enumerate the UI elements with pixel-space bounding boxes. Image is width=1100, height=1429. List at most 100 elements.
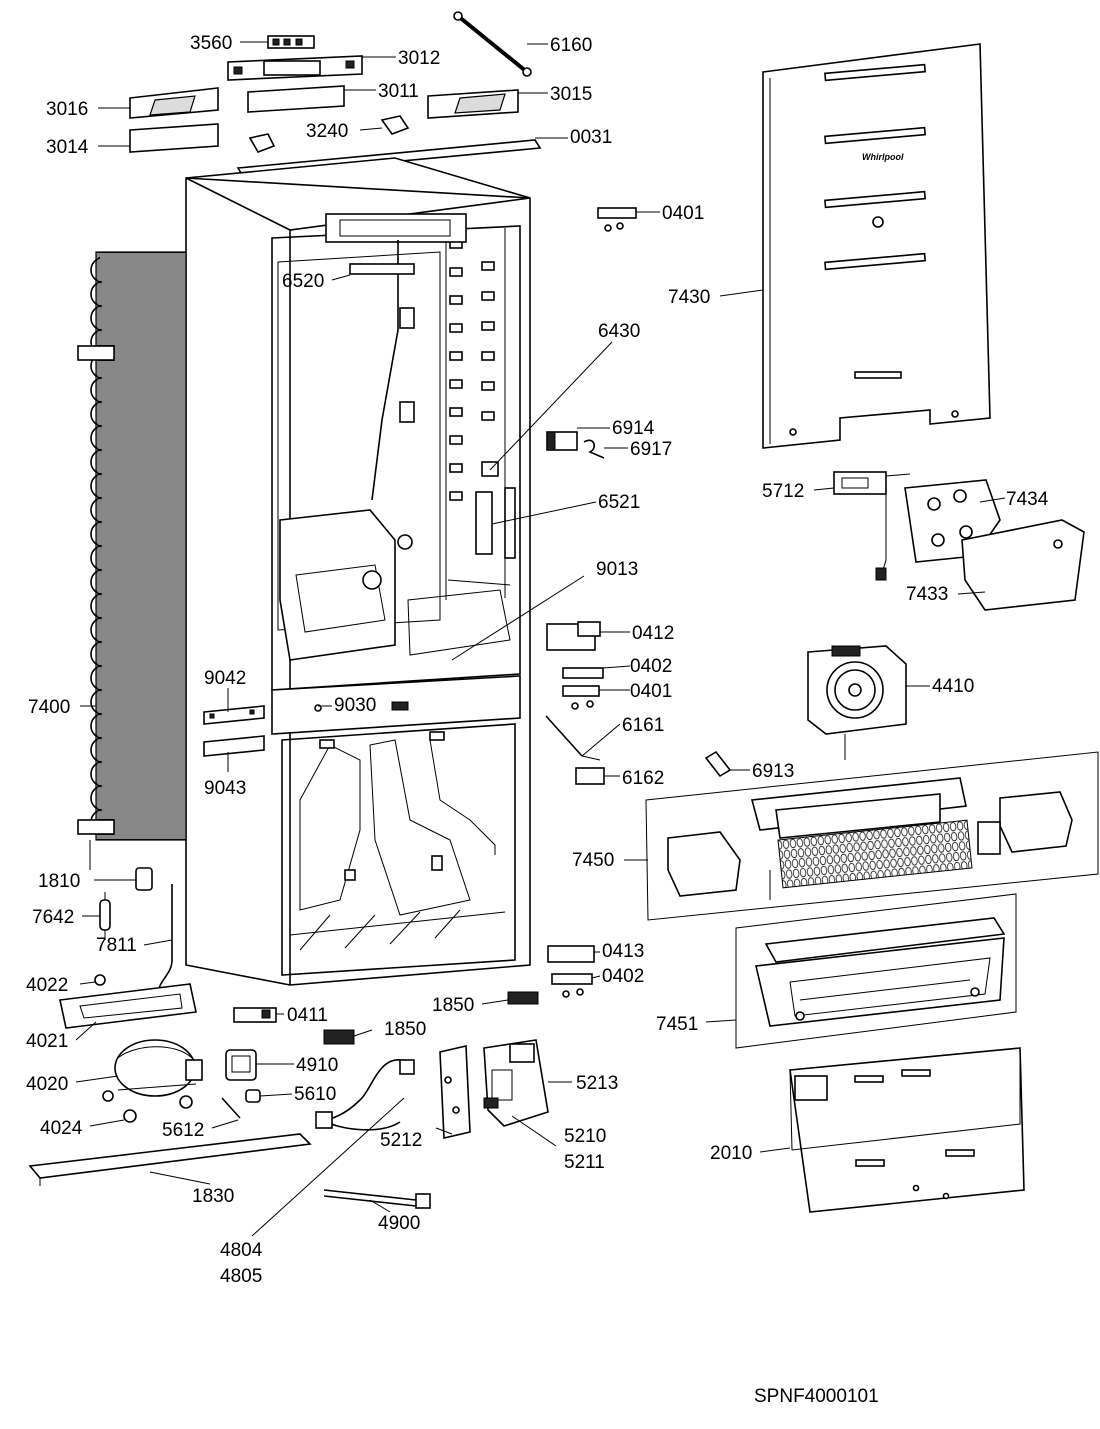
label-0411: 0411 [287, 1005, 328, 1026]
label-1830: 1830 [192, 1186, 234, 1207]
part-7450-evaporator-assembly [645, 751, 1099, 921]
part-4410-fan [807, 645, 907, 760]
label-0402-upper: 0402 [630, 656, 672, 677]
part-3011-panel [247, 85, 345, 113]
part-1810-filter [135, 867, 153, 891]
label-9030: 9030 [334, 695, 376, 716]
label-3016: 3016 [46, 99, 88, 120]
drawing-code: SPNF4000101 [754, 1386, 879, 1407]
part-0401-hinge-middle [562, 685, 600, 710]
label-6913: 6913 [752, 761, 794, 782]
part-5213-main-board [483, 1039, 549, 1127]
part-6160-rod [453, 11, 532, 77]
label-5212: 5212 [380, 1130, 422, 1151]
part-9042-rail [203, 705, 265, 725]
label-0401-top: 0401 [662, 203, 704, 224]
label-0401-middle: 0401 [630, 681, 672, 702]
leader-lines [75, 41, 1006, 1237]
part-1830-base-rail [28, 1133, 312, 1186]
part-3015-cover-right [427, 89, 519, 119]
part-6913-pad [704, 750, 732, 778]
label-5213: 5213 [576, 1073, 618, 1094]
label-7451: 7451 [656, 1014, 698, 1035]
label-6160: 6160 [550, 35, 592, 56]
label-3012: 3012 [398, 48, 440, 69]
label-6520: 6520 [282, 271, 324, 292]
label-5712: 5712 [762, 481, 804, 502]
label-9042: 9042 [204, 668, 246, 689]
part-5612-clamp [221, 1097, 241, 1119]
part-6520-sensor [349, 263, 415, 275]
label-5612: 5612 [162, 1120, 204, 1141]
part-1850-pad-upper [507, 991, 539, 1005]
label-4804: 4804 [220, 1240, 263, 1261]
part-4910-relay [225, 1049, 257, 1081]
part-4022-grommet [94, 974, 106, 986]
part-6917-spring [583, 439, 605, 459]
part-6162-switch [575, 767, 605, 785]
label-1810: 1810 [38, 871, 80, 892]
cabinet-body [185, 157, 531, 986]
label-7430: 7430 [668, 287, 710, 308]
label-3560: 3560 [190, 33, 232, 54]
part-4900-power-cord [323, 1189, 431, 1209]
part-0413-cover [547, 945, 595, 963]
part-3016-cover-left [129, 87, 219, 119]
label-4024: 4024 [40, 1118, 83, 1139]
label-6430: 6430 [598, 321, 640, 342]
label-0402-lower: 0402 [602, 966, 644, 987]
part-0402-hinge-lower [551, 973, 593, 998]
part-2010-base-cover [789, 1047, 1025, 1213]
shelf-supports [449, 239, 495, 501]
label-1850-upper: 1850 [432, 995, 474, 1016]
part-3240-clips [248, 115, 410, 153]
part-9043-rail [203, 735, 265, 757]
part-4020-compressor [114, 1039, 203, 1097]
part-3012-control-housing [227, 55, 363, 81]
label-5211: 5211 [564, 1152, 605, 1173]
label-6161: 6161 [622, 715, 664, 736]
label-0412: 0412 [632, 623, 674, 644]
label-7434: 7434 [1006, 489, 1049, 510]
label-5610: 5610 [294, 1084, 336, 1105]
part-5212-control-module [439, 1045, 471, 1139]
label-6162: 6162 [622, 768, 664, 789]
label-4805: 4805 [220, 1266, 262, 1287]
label-4900: 4900 [378, 1213, 420, 1234]
part-6161-wiring [545, 715, 601, 761]
part-7400-condenser [77, 251, 187, 870]
label-7450: 7450 [572, 850, 614, 871]
label-9043: 9043 [204, 778, 246, 799]
label-4910: 4910 [296, 1055, 338, 1076]
label-7400: 7400 [28, 697, 70, 718]
part-0411-cover [233, 1007, 277, 1023]
label-6521: 6521 [598, 492, 640, 513]
part-7430-door: Whirlpool [762, 43, 991, 449]
part-4021-drain-tray [59, 983, 197, 1029]
label-3011: 3011 [378, 81, 419, 102]
label-9013: 9013 [596, 559, 638, 580]
part-0401-bracket-top [597, 207, 637, 232]
label-4022: 4022 [26, 975, 68, 996]
part-6521-light-strip [475, 487, 516, 559]
label-7811: 7811 [96, 935, 137, 956]
label-2010: 2010 [710, 1143, 752, 1164]
label-6914: 6914 [612, 418, 655, 439]
part-labels: 3560 3012 6160 3016 3011 3015 3014 3240 … [26, 33, 1049, 1407]
part-7451-evaporator-cover [735, 893, 1017, 1049]
part-4804-wiring-harness [315, 1059, 415, 1131]
part-5712-door-switch [833, 471, 911, 581]
door-brand-logo: Whirlpool [862, 152, 904, 162]
label-5210: 5210 [564, 1126, 606, 1147]
part-7642-drier [99, 892, 111, 940]
label-4020: 4020 [26, 1074, 68, 1095]
part-7433-cover [961, 519, 1085, 611]
label-3014: 3014 [46, 137, 89, 158]
part-6914-housing [546, 431, 578, 451]
part-3014-cover [129, 123, 219, 153]
part-3560-control-board [267, 35, 315, 49]
label-6917: 6917 [630, 439, 672, 460]
label-0031: 0031 [570, 127, 612, 148]
part-0412-cover [546, 621, 601, 651]
